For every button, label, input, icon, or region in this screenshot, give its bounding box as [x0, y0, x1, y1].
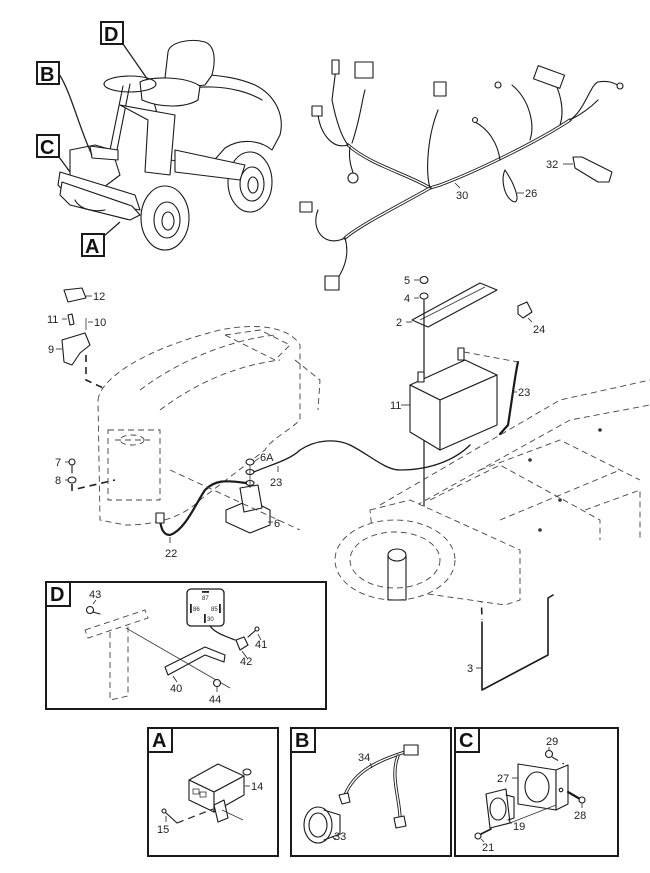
label-10: 10: [94, 317, 106, 329]
detail-d-panel: D 43 40 44 42 41 87: [45, 581, 327, 710]
label-11-fuse: 11: [47, 314, 58, 326]
relay-pin-85: 85: [211, 607, 218, 613]
callout-c[interactable]: C: [36, 134, 71, 173]
label-27: 27: [497, 773, 509, 785]
label-22: 22: [165, 548, 177, 560]
detail-a-panel: A 14 15: [147, 727, 279, 857]
label-8: 8: [55, 475, 61, 487]
relay-pin-diagram: 87 86 85 30: [186, 588, 236, 641]
callout-d[interactable]: D: [100, 21, 149, 81]
callout-a-label: A: [85, 236, 99, 258]
label-9: 9: [48, 344, 54, 356]
nut-5: [419, 275, 429, 285]
callout-d-label: D: [104, 24, 118, 46]
label-30: 30: [456, 190, 468, 202]
detail-c-title: C: [459, 730, 473, 752]
label-23-battery: 23: [518, 387, 530, 399]
label-7: 7: [55, 457, 61, 469]
label-34: 34: [358, 752, 370, 764]
battery-hold-down-2: [411, 282, 498, 328]
label-4: 4: [404, 293, 410, 305]
chassis-frame: [334, 379, 650, 606]
rod-3: [481, 594, 554, 691]
relay-pin-87: 87: [202, 596, 209, 602]
label-11-battery: 11: [390, 400, 401, 412]
label-15: 15: [157, 824, 169, 836]
label-33: 33: [334, 831, 346, 843]
detail-b-panel: B 34 33: [290, 727, 452, 857]
label-41: 41: [255, 639, 267, 651]
washer-4: [419, 292, 429, 300]
detail-a-title: A: [152, 730, 166, 752]
label-6a: 6A: [260, 452, 274, 464]
label-3: 3: [467, 663, 473, 675]
starter-solenoid: [155, 440, 471, 537]
label-12: 12: [93, 291, 105, 303]
callout-b[interactable]: B: [36, 61, 93, 156]
label-23-solenoid: 23: [270, 477, 282, 489]
cable-tie-26: [502, 169, 518, 203]
callout-c-label: C: [40, 137, 54, 159]
callout-b-label: B: [40, 64, 54, 86]
battery-11: [409, 347, 498, 451]
label-24: 24: [533, 324, 545, 336]
clip-24: [517, 301, 533, 319]
bracket-32: [572, 156, 613, 183]
tractor-overview: [57, 39, 282, 251]
label-19: 19: [513, 821, 525, 833]
label-2: 2: [396, 317, 402, 329]
label-32: 32: [546, 159, 558, 171]
label-44: 44: [209, 694, 221, 706]
callout-a[interactable]: A: [81, 221, 121, 258]
label-29: 29: [546, 736, 558, 748]
fuse-block-assembly: [61, 287, 91, 366]
relay-pin-86: 86: [193, 607, 200, 613]
fender-ghost: [97, 326, 321, 526]
label-42: 42: [240, 656, 252, 668]
label-14: 14: [251, 781, 263, 793]
label-43: 43: [89, 589, 101, 601]
label-28: 28: [574, 810, 586, 822]
label-26: 26: [525, 188, 537, 200]
detail-c-panel: C 27 29 28 19 21: [454, 727, 619, 857]
relay-pin-30: 30: [207, 617, 214, 623]
label-40: 40: [170, 683, 182, 695]
label-6: 6: [274, 518, 280, 530]
detail-b-title: B: [295, 730, 309, 752]
label-5: 5: [404, 275, 410, 287]
wiring-harness: [299, 59, 624, 291]
label-21: 21: [482, 842, 494, 854]
detail-d-title: D: [50, 584, 64, 606]
